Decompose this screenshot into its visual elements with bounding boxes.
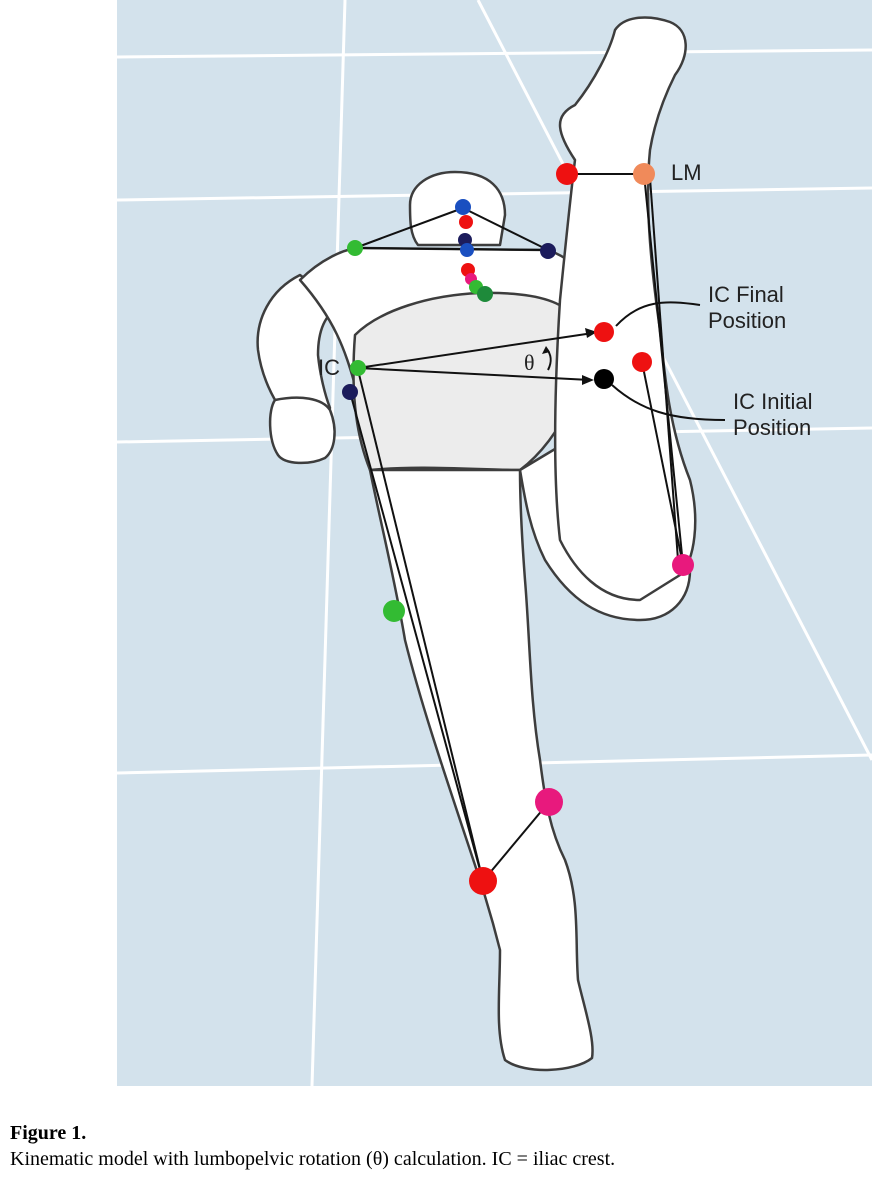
marker-spine-red xyxy=(459,215,473,229)
stance-leg-line-1 xyxy=(349,391,484,882)
grid-line xyxy=(116,48,873,59)
figure-caption: Kinematic model with lumbopelvic rotatio… xyxy=(10,1148,616,1170)
ic-final-leader xyxy=(615,301,701,327)
label-ic-initial-2: Position xyxy=(733,415,811,440)
markers xyxy=(342,163,694,895)
marker-hip-navy xyxy=(342,384,358,400)
marker-thigh-green xyxy=(383,600,405,622)
ic-initial-vector xyxy=(357,367,591,381)
ankle-line xyxy=(482,801,550,882)
stance-leg-line-2 xyxy=(357,369,484,882)
label-lm: LM xyxy=(671,160,702,185)
marker-knee-red xyxy=(632,352,652,372)
marker-ic xyxy=(350,360,366,376)
label-ic: IC xyxy=(318,355,340,380)
stance-leg xyxy=(368,468,594,1072)
marker-lm-red xyxy=(556,163,578,185)
knee-line xyxy=(641,361,684,566)
theta-arc-arrowhead xyxy=(542,346,550,354)
marker-heel-pink xyxy=(535,788,563,816)
head-line-right xyxy=(462,207,549,251)
grid-line xyxy=(310,0,347,1087)
pelvis-shorts xyxy=(352,291,574,472)
marker-c7-blue xyxy=(455,199,471,215)
shank-line-inner xyxy=(649,177,679,561)
marker-spine-darkgreen xyxy=(477,286,493,302)
runner-silhouette xyxy=(256,16,697,1072)
label-ic-initial-1: IC Initial xyxy=(733,389,812,414)
shoulder-line xyxy=(354,247,549,251)
marker-right-shoulder xyxy=(540,243,556,259)
label-ic-final-1: IC Final xyxy=(708,282,784,307)
marker-ankle-red xyxy=(469,867,497,895)
kinematic-model-figure: LM IC IC Final Position IC Initial Posit… xyxy=(116,0,874,1087)
head-line-left xyxy=(354,207,464,249)
marker-ic-final xyxy=(594,322,614,342)
marker-spine-blue xyxy=(460,243,474,257)
marker-ic-initial xyxy=(594,369,614,389)
marker-left-shoulder xyxy=(347,240,363,256)
marker-lm-orange xyxy=(633,163,655,185)
ic-initial-leader xyxy=(611,384,726,421)
label-theta: θ xyxy=(524,350,535,375)
ic-final-arrowhead xyxy=(585,328,597,338)
ic-final-vector xyxy=(357,332,594,369)
ic-initial-arrowhead xyxy=(582,375,594,385)
segment-lines xyxy=(349,173,726,882)
label-ic-final-2: Position xyxy=(708,308,786,333)
grid-line xyxy=(476,0,874,761)
right-fist xyxy=(268,396,336,465)
arrowheads xyxy=(542,328,597,385)
marker-raised-knee xyxy=(672,554,694,576)
figure-title: Figure 1. xyxy=(10,1122,87,1144)
